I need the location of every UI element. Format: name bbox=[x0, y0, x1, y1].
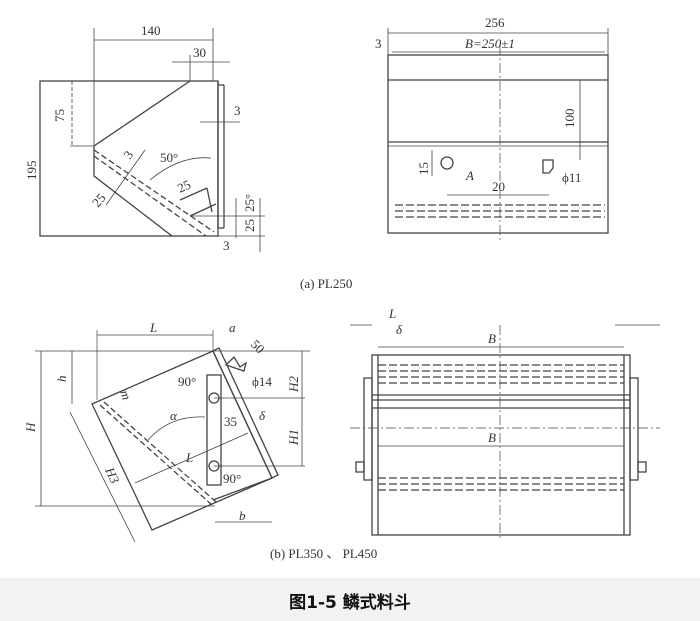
dim-h: h bbox=[54, 376, 69, 383]
figure-b-label: (b) PL350 、 PL450 bbox=[270, 546, 377, 561]
dim-25b: 25 bbox=[175, 177, 193, 196]
dim-L: L bbox=[149, 320, 157, 335]
angle-25: 25° bbox=[242, 194, 257, 212]
dim-35: 35 bbox=[224, 414, 237, 429]
pl250-front-view bbox=[387, 28, 609, 240]
dim-H1: H1 bbox=[286, 429, 301, 446]
dim-B-250: B=250±1 bbox=[465, 36, 515, 51]
dim-195: 195 bbox=[24, 161, 39, 181]
caption-bar bbox=[0, 578, 700, 621]
dim-phi14: ϕ14 bbox=[252, 374, 272, 389]
angle-90a: 90° bbox=[178, 374, 196, 389]
dim-50: 50 bbox=[248, 337, 268, 357]
dim-25a: 25 bbox=[89, 190, 109, 210]
dim-H: H bbox=[23, 422, 38, 433]
dim-a: a bbox=[229, 320, 236, 335]
dim-15: 15 bbox=[416, 162, 431, 175]
dim-delta: δ bbox=[259, 408, 266, 423]
dim-3: 3 bbox=[234, 103, 241, 118]
label-A: A bbox=[465, 168, 474, 183]
pl350-front-view bbox=[350, 324, 660, 540]
dim-3c: 3 bbox=[223, 238, 230, 253]
technical-drawing: 140 30 3 75 195 3 50° 25 25 25° 25 25 3 … bbox=[23, 15, 660, 561]
dim-20: 20 bbox=[492, 179, 505, 194]
dim-75: 75 bbox=[52, 109, 67, 122]
dim-H2: H2 bbox=[286, 376, 301, 393]
dim-3b: 3 bbox=[120, 148, 136, 162]
dim-140: 140 bbox=[141, 23, 161, 38]
dim-B-top: B bbox=[488, 331, 496, 346]
dim-256: 256 bbox=[485, 15, 505, 30]
pl250-side-view bbox=[39, 28, 265, 252]
dim-L-diag: L bbox=[185, 450, 193, 465]
dim-25c: 25 bbox=[242, 219, 257, 232]
dim-100: 100 bbox=[562, 109, 577, 129]
dim-3-front: 3 bbox=[375, 36, 382, 51]
figure-a-label: (a) PL250 bbox=[300, 276, 352, 291]
angle-90b: 90° bbox=[223, 471, 241, 486]
angle-alpha: α bbox=[170, 408, 178, 423]
dim-H3: H3 bbox=[102, 464, 123, 486]
dim-m: m bbox=[117, 388, 134, 402]
dim-phi11: ϕ11 bbox=[562, 170, 581, 185]
dim-30: 30 bbox=[193, 45, 206, 60]
dim-L-front: L bbox=[388, 306, 396, 321]
dim-b: b bbox=[239, 508, 246, 523]
pl350-side-view bbox=[35, 330, 310, 543]
dim-delta-front: δ bbox=[396, 322, 403, 337]
angle-50: 50° bbox=[160, 150, 178, 165]
figure-caption: 图1-5 鳞式料斗 bbox=[289, 593, 411, 613]
dim-B-mid: B bbox=[488, 430, 496, 445]
